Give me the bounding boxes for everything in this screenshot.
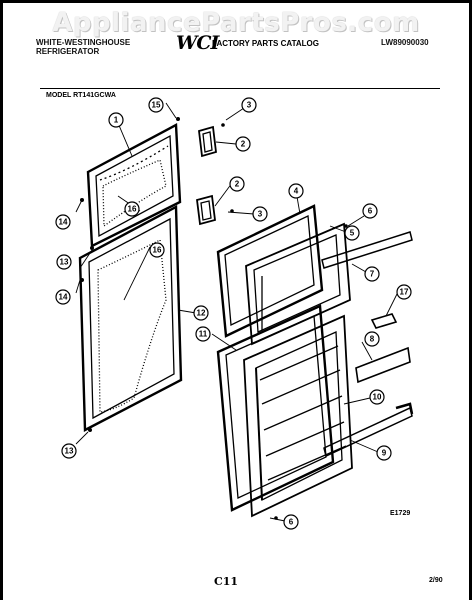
svg-text:12: 12 (197, 309, 206, 318)
door-handle-upper (198, 125, 217, 158)
page-border-top (0, 0, 472, 3)
catalog-number: LW89090030 (381, 38, 429, 47)
freezer-door-liner (245, 222, 351, 346)
callout-4: 4 (288, 183, 304, 199)
callout-11: 11 (195, 326, 211, 342)
callout-17: 17 (396, 284, 412, 300)
callout-16: 16 (124, 201, 140, 217)
callout-16: 16 (149, 242, 165, 258)
svg-text:15: 15 (152, 101, 161, 110)
page-border-right (469, 0, 472, 600)
svg-text:5: 5 (350, 229, 355, 238)
callout-2: 2 (235, 136, 251, 152)
svg-text:13: 13 (60, 258, 69, 267)
insulation-panel-upper (102, 159, 167, 228)
fresh-food-door-gasket-right (216, 304, 335, 512)
callout-14: 14 (55, 214, 71, 230)
svg-text:3: 3 (247, 101, 252, 110)
brand-block: WHITE-WESTINGHOUSE REFRIGERATOR (36, 38, 130, 56)
svg-text:17: 17 (400, 288, 409, 297)
watermark: AppliancePartsPros.com (52, 8, 420, 38)
callout-3: 3 (241, 97, 257, 113)
svg-text:1: 1 (114, 116, 119, 125)
svg-text:2: 2 (241, 140, 246, 149)
callout-2: 2 (229, 176, 245, 192)
freezer-shelf-bar (321, 231, 413, 269)
leader-lines (75, 102, 399, 522)
callout-14: 14 (55, 289, 71, 305)
svg-text:4: 4 (294, 187, 299, 196)
wci-logo: WCI (176, 32, 219, 54)
fresh-food-door-liner (243, 314, 353, 518)
svg-text:6: 6 (289, 518, 294, 527)
callout-1: 1 (108, 112, 124, 128)
callout-13: 13 (56, 254, 72, 270)
door-shelf (355, 346, 411, 384)
svg-text:3: 3 (258, 210, 263, 219)
svg-text:10: 10 (373, 393, 382, 402)
insulation-panel-lower (97, 238, 167, 413)
page-border-left (0, 0, 3, 600)
callout-7: 7 (364, 266, 380, 282)
callout-13: 13 (61, 443, 77, 459)
freezer-door-gasket (86, 123, 182, 248)
svg-text:16: 16 (128, 205, 137, 214)
door-shelf-bar-bottom (323, 402, 414, 458)
fresh-food-door-gasket (78, 205, 183, 432)
svg-text:6: 6 (368, 207, 373, 216)
callout-12: 12 (193, 305, 209, 321)
svg-text:7: 7 (370, 270, 375, 279)
svg-text:14: 14 (59, 293, 68, 302)
callout-5: 5 (344, 225, 360, 241)
callout-9: 9 (376, 445, 392, 461)
callout-6: 6 (283, 514, 299, 530)
callout-6: 6 (362, 203, 378, 219)
catalog-title: FACTORY PARTS CATALOG (212, 39, 319, 48)
page-code: C11 (214, 575, 239, 588)
svg-text:2: 2 (235, 180, 240, 189)
freezer-door (216, 204, 324, 338)
date-code: 2/90 (429, 577, 443, 584)
svg-text:14: 14 (59, 218, 68, 227)
model-label: MODEL RT141GCWA (46, 92, 116, 99)
svg-text:9: 9 (382, 449, 387, 458)
callout-10: 10 (369, 389, 385, 405)
svg-text:8: 8 (370, 335, 375, 344)
product-type: REFRIGERATOR (36, 47, 100, 56)
callout-8: 8 (364, 331, 380, 347)
header-rule (40, 88, 440, 89)
callout-3: 3 (252, 206, 268, 222)
svg-text:16: 16 (153, 246, 162, 255)
diagram-code: E1729 (390, 510, 411, 517)
callout-15: 15 (148, 97, 164, 113)
svg-text:13: 13 (65, 447, 74, 456)
screw-markers (80, 117, 348, 520)
svg-text:11: 11 (199, 330, 208, 339)
brand-name: WHITE-WESTINGHOUSE (36, 38, 131, 47)
door-handle-lower (196, 194, 216, 226)
butter-door-part (370, 313, 398, 329)
